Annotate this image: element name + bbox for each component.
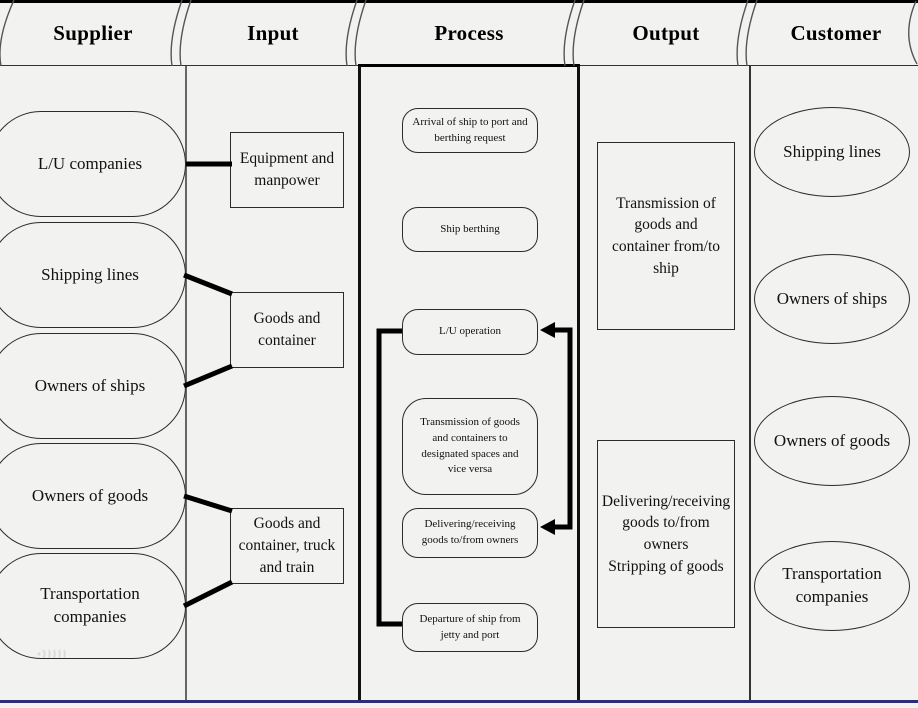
process-step-label: Transmission of goods and containers to …	[420, 415, 520, 476]
supplier-node: Transportation companies	[0, 553, 186, 659]
supplier-node: Owners of ships	[0, 333, 186, 439]
bottom-border	[0, 700, 918, 704]
customer-node: Owners of goods	[754, 396, 910, 486]
input-node-label: Equipment and manpower	[239, 150, 335, 189]
input-node-label: Goods and container	[253, 310, 321, 349]
supplier-node-label: Transportation companies	[40, 584, 140, 626]
output-node-label: Stripping of goods	[608, 557, 724, 575]
process-right-loop	[552, 327, 573, 530]
process-step: Delivering/receiving goods to/from owner…	[402, 508, 538, 558]
process-header-underline	[358, 64, 580, 68]
supplier-node: Owners of goods	[0, 443, 186, 549]
customer-node-label: Owners of goods	[773, 430, 891, 450]
connector-shipowners-to-goods	[183, 363, 233, 389]
top-border	[0, 0, 918, 3]
supplier-node-label: Owners of goods	[31, 485, 149, 505]
faint-smudge	[36, 650, 66, 658]
process-step: L/U operation	[402, 309, 538, 355]
process-step: Transmission of goods and containers to …	[402, 398, 538, 495]
process-step: Arrival of ship to port and berthing req…	[402, 108, 538, 153]
process-step-label: Delivering/receiving goods to/from owner…	[421, 518, 519, 546]
output-node: Delivering/receiving goods to/from owner…	[597, 440, 735, 628]
column-header-output: Output	[632, 20, 700, 45]
process-output-divider	[577, 66, 580, 702]
process-step-label: Arrival of ship to port and berthing req…	[412, 115, 528, 144]
output-node: Transmission of goods and container from…	[597, 142, 735, 330]
customer-node: Shipping lines	[754, 107, 910, 197]
connector-goodsowners-to-truck	[183, 493, 233, 514]
connector-shipping-to-goods	[183, 272, 233, 297]
supplier-node-label: L/U companies	[37, 153, 143, 173]
arrowhead-into-delivering	[540, 519, 555, 535]
customer-node-label: Shipping lines	[783, 141, 881, 161]
customer-node-label: Transportation companies	[782, 564, 882, 606]
output-node-label: Delivering/receiving goods to/from owner…	[601, 492, 731, 553]
supplier-node: L/U companies	[0, 111, 186, 217]
column-header-input: Input	[247, 20, 299, 45]
column-header-process: Process	[434, 20, 504, 45]
output-customer-divider	[749, 66, 751, 702]
output-node-label: Transmission of goods and container from…	[611, 194, 721, 277]
input-node-label: Goods and container, truck and train	[238, 515, 336, 576]
input-process-divider	[358, 66, 361, 702]
connector-transport-to-truck	[182, 579, 234, 609]
supplier-node-label: Owners of ships	[34, 375, 146, 395]
process-step: Departure of ship from jetty and port	[402, 603, 538, 652]
process-step-label: Ship berthing	[440, 222, 500, 235]
input-node: Equipment and manpower	[230, 132, 344, 208]
input-node: Goods and container	[230, 292, 344, 368]
input-node: Goods and container, truck and train	[230, 508, 344, 584]
column-header-supplier: Supplier	[53, 20, 133, 45]
supplier-node-label: Shipping lines	[41, 264, 139, 284]
process-step-label: Departure of ship from jetty and port	[419, 612, 521, 641]
column-header-customer: Customer	[790, 20, 882, 45]
customer-node-label: Owners of ships	[776, 288, 888, 308]
process-left-loop	[376, 328, 402, 627]
customer-node: Owners of ships	[754, 254, 910, 344]
supplier-node: Shipping lines	[0, 222, 186, 328]
arrowhead-into-lu-operation	[540, 322, 555, 338]
customer-node: Transportation companies	[754, 541, 910, 631]
process-step-label: L/U operation	[438, 325, 501, 338]
process-step: Ship berthing	[402, 207, 538, 252]
